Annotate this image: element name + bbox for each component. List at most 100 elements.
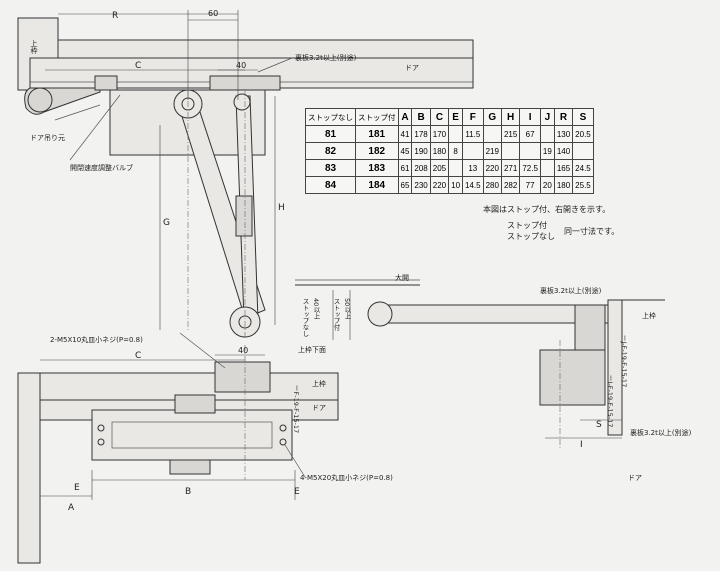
dim-S-label: S — [596, 420, 602, 430]
table-note-2a: ストップ付 — [507, 221, 547, 230]
top-view — [17, 10, 474, 340]
dim-B-label: B — [185, 487, 191, 497]
door-side — [607, 299, 623, 436]
table-cell-stop-with: 182 — [355, 142, 399, 160]
wall-left — [17, 372, 41, 564]
table-cell-h: 282 — [500, 176, 521, 194]
stop-with-val: 50以上 — [343, 298, 351, 319]
labels-group: R 60 C 40 G H 上枠 ドア ドア吊り元 開閉速度調整バルブ 裏板3.… — [30, 9, 692, 513]
table-cell-e: 10 — [448, 176, 464, 194]
table-cell-f: 11.5 — [462, 125, 484, 143]
screw-top-label: 2-M5X10丸皿小ネジ(P=0.8) — [50, 335, 143, 344]
table-header-cell: F — [462, 108, 484, 126]
table-cell-j — [539, 159, 555, 177]
table-cell-stop-with: 183 — [355, 159, 399, 177]
frame-label-side: 上枠 — [642, 311, 656, 320]
table-cell-i: 72.5 — [519, 159, 541, 177]
table-cell-b: 178 — [411, 125, 431, 143]
table-cell-j: 19 — [539, 142, 555, 160]
dim-G-label: G — [163, 218, 170, 228]
table-cell-e — [448, 159, 464, 177]
bracket-block — [209, 75, 281, 91]
dim-E-label-1: E — [74, 483, 80, 493]
table-cell-e: 8 — [448, 142, 464, 160]
backplate-label-3: 裏板3.2t以上(別途) — [630, 428, 692, 437]
table-cell-c: 220 — [429, 176, 450, 194]
pivot-side — [367, 301, 393, 327]
screw-hole-2 — [97, 438, 105, 446]
stop-none-side: ストップなし — [301, 298, 309, 338]
table-header-cell: E — [448, 108, 464, 126]
table-cell-a: 45 — [397, 142, 413, 160]
table-cell-r: 165 — [553, 159, 574, 177]
dim-A-label: A — [68, 503, 75, 513]
arm-joint — [235, 195, 253, 237]
table-cell-i — [519, 142, 541, 160]
stop-with-side: ストップ付 — [332, 298, 340, 332]
backplate-label: 裏板3.2t以上(別途) — [295, 53, 357, 62]
door-label-side: ドア — [628, 474, 642, 482]
screw-bottom-label: 4-M5X20丸皿小ネジ(P=0.8) — [300, 473, 393, 482]
frame-label-vertical: 上枠 — [30, 39, 38, 55]
table-header-cell: S — [572, 108, 594, 126]
table-cell-s: 20.5 — [572, 125, 594, 143]
table-cell-stop-none: 83 — [305, 159, 356, 177]
table-cell-s — [572, 142, 594, 160]
table-cell-j — [539, 125, 555, 143]
table-cell-j: 20 — [539, 176, 555, 194]
frame-bottom-label: 上枠下面 — [298, 345, 326, 354]
table-cell-s: 24.5 — [572, 159, 594, 177]
table-cell-a: 65 — [397, 176, 413, 194]
arm-front — [174, 394, 216, 414]
closer-body-front — [91, 409, 293, 461]
table-cell-b: 208 — [411, 159, 431, 177]
backplate-label-2: 裏板3.2t以上(別途) — [540, 286, 602, 295]
table-cell-g: 280 — [482, 176, 502, 194]
table-header-cell: ストップ付 — [355, 108, 399, 126]
table-header-cell: J — [539, 108, 555, 126]
screw-hole-3 — [279, 424, 287, 432]
table-cell-stop-none: 84 — [305, 176, 356, 194]
table-cell-a: 41 — [397, 125, 413, 143]
table-cell-c: 180 — [429, 142, 450, 160]
door-label-front: ドア — [312, 404, 326, 412]
leader-valve — [69, 94, 121, 161]
table-cell-r: 180 — [553, 176, 574, 194]
table-cell-g: 220 — [482, 159, 502, 177]
dim-40-label: 40 — [236, 61, 246, 70]
dim-H-label: H — [278, 203, 285, 213]
vlabel-right-2: ーI-F-19-F-15-17 — [606, 375, 614, 428]
table-cell-i: 67 — [519, 125, 541, 143]
table-cell-c: 170 — [429, 125, 450, 143]
pivot-bracket — [233, 93, 251, 111]
frame-label-front: 上枠 — [312, 379, 326, 388]
dim-C-label: C — [135, 61, 141, 71]
closer-body-inner — [111, 421, 273, 449]
table-cell-f: 14.5 — [462, 176, 484, 194]
table-cell-h: 215 — [500, 125, 521, 143]
table-cell-stop-with: 181 — [355, 125, 399, 143]
dim-I-label: I — [580, 440, 583, 450]
hinge-label: ドア吊り元 — [30, 134, 65, 142]
leader-hinge — [54, 104, 101, 121]
table-note-2b: ストップなし — [507, 232, 555, 241]
screw-hole-1 — [97, 424, 105, 432]
dim-60-label: 60 — [208, 9, 218, 18]
front-view — [17, 332, 339, 564]
table-header-cell: H — [500, 108, 521, 126]
table-cell-c: 205 — [429, 159, 450, 177]
table-cell-stop-none: 81 — [305, 125, 356, 143]
valve-block — [94, 75, 118, 91]
table-header-cell: ストップなし — [305, 108, 356, 126]
table-header-cell: G — [482, 108, 502, 126]
table-cell-b: 230 — [411, 176, 431, 194]
table-header-cell: A — [397, 108, 413, 126]
table-cell-e — [448, 125, 464, 143]
